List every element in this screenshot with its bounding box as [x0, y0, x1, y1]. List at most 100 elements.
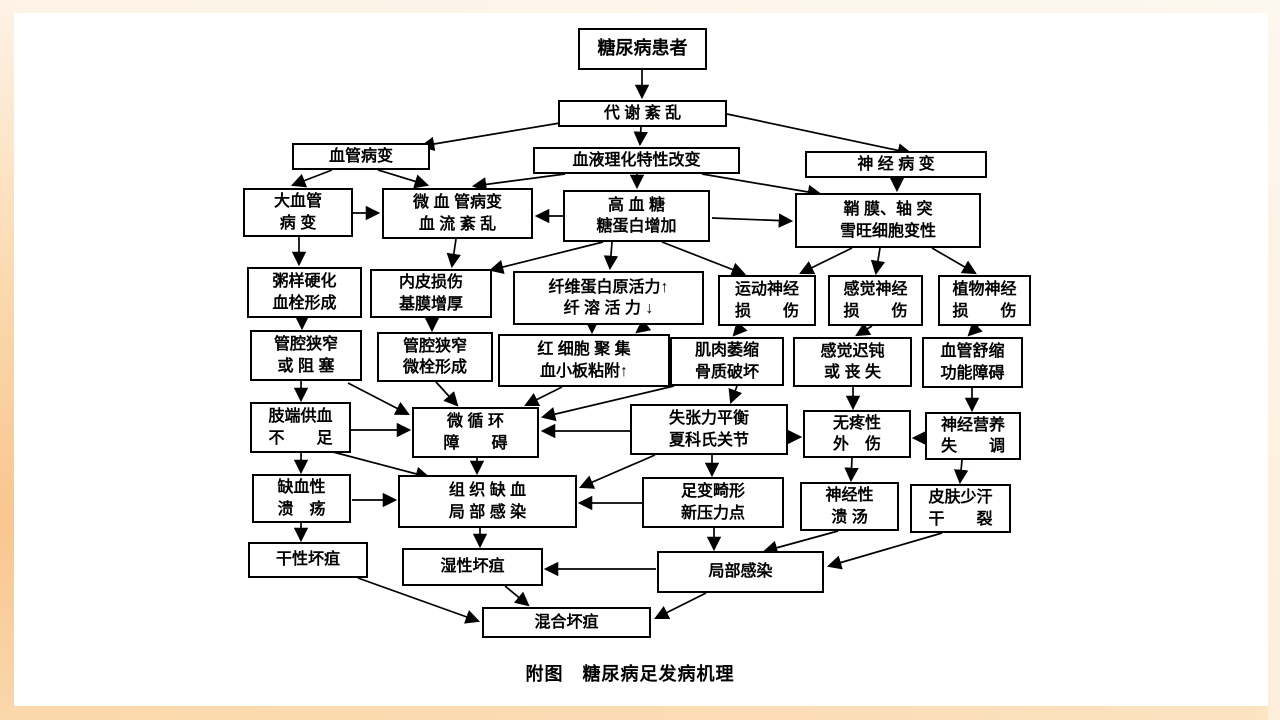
node-label: 干 裂 [928, 510, 993, 528]
node-label: 病 变 [279, 214, 317, 232]
node-hyperglycemia: 高 血 糖糖蛋白增加 [563, 190, 710, 242]
node-label: 局 部 感 染 [448, 503, 527, 521]
node-microcirculation-disorder: 微 循 环障 碍 [412, 407, 539, 458]
node-label: 基膜增厚 [398, 295, 463, 313]
node-label: 血 流 紊 乱 [418, 215, 497, 233]
node-label: 溃 疡 [277, 500, 326, 518]
node-neuropathic-ulcer: 神经性溃 汤 [800, 482, 899, 531]
node-label: 组 织 缺 血 [448, 482, 527, 500]
node-microvascular-lesion: 微 血 管病变血 流 紊 乱 [382, 188, 533, 239]
node-label: 纤 溶 活 力 ↓ [563, 300, 654, 317]
node-label: 雪旺细胞变性 [839, 222, 936, 240]
node-sensory-loss: 感觉迟钝或 丧 失 [793, 337, 912, 387]
node-label: 神经营养 [940, 416, 1005, 434]
node-label: 糖蛋白增加 [596, 218, 677, 235]
node-lumen-stenosis-obstruction: 管腔狭窄或 阻 塞 [250, 330, 362, 381]
node-label: 内皮损伤 [398, 274, 463, 292]
node-label: 运动神经 [734, 281, 799, 299]
node-schwann-cell-degeneration: 鞘 膜、轴 突雪旺细胞变性 [795, 193, 981, 248]
node-label: 管腔狭窄 [402, 337, 467, 355]
node-label: 血液理化特性改变 [572, 151, 701, 169]
node-macrovascular-lesion: 大血管病 变 [243, 188, 353, 237]
node-label: 管腔狭窄 [273, 336, 338, 354]
node-label: 功能障碍 [940, 364, 1005, 382]
node-label: 血管舒缩 [940, 343, 1005, 361]
node-blood-property-change: 血液理化特性改变 [533, 147, 740, 174]
node-label: 血栓形成 [272, 294, 337, 312]
node-label: 或 阻 塞 [277, 357, 335, 375]
node-label: 足变畸形 [680, 483, 745, 501]
node-label: 糖尿病患者 [597, 38, 688, 59]
node-vasomotor-dysfunction: 血管舒缩功能障碍 [922, 337, 1023, 388]
frame-top-band [0, 0, 1280, 13]
node-endothelial-damage: 内皮损伤基膜增厚 [370, 269, 492, 318]
node-tissue-ischemia-infection: 组 织 缺 血局 部 感 染 [398, 475, 577, 528]
node-muscle-atrophy: 肌肉萎缩骨质破坏 [670, 337, 784, 386]
node-dry-gangrene: 干性坏疽 [248, 542, 368, 578]
figure-caption: 附图 糖尿病足发病机理 [525, 664, 735, 684]
node-atherosclerosis-thrombosis: 粥样硬化血栓形成 [247, 267, 362, 318]
node-vascular-lesion: 血管病变 [292, 143, 430, 170]
node-label: 缺血性 [277, 479, 326, 497]
node-label: 微栓形成 [402, 359, 467, 376]
node-charcot-joint: 失张力平衡夏科氏关节 [630, 404, 788, 455]
node-label: 神 经 病 变 [857, 155, 935, 173]
node-label: 感觉神经 [843, 281, 908, 299]
node-label: 失张力平衡 [668, 410, 749, 428]
node-rbc-aggregation: 红 细胞 聚 集血小板粘附↑ [498, 334, 670, 387]
node-neuropathy: 神 经 病 变 [805, 151, 987, 178]
node-metabolic-disorder: 代 谢 紊 乱 [558, 100, 727, 127]
node-label: 混合坏疽 [534, 613, 599, 631]
node-label: 粥样硬化 [272, 273, 337, 291]
node-skin-dry-cracking: 皮肤少汗干 裂 [910, 484, 1011, 533]
node-label: 外 伤 [832, 436, 881, 453]
node-label: 或 丧 失 [824, 364, 881, 381]
node-label: 植物神经 [952, 281, 1017, 299]
node-label: 肌肉萎缩 [694, 342, 759, 360]
node-limb-blood-insufficiency: 肢端供血不 足 [250, 402, 351, 453]
frame-left-band [0, 0, 14, 720]
node-label: 高 血 糖 [608, 196, 665, 214]
node-label: 微 血 管病变 [413, 194, 502, 212]
node-local-infection: 局部感染 [657, 551, 824, 593]
node-label: 鞘 膜、轴 突 [843, 201, 933, 219]
node-label: 代 谢 紊 乱 [603, 104, 682, 122]
node-label: 失 调 [940, 438, 1005, 455]
node-label: 纤维蛋白原活力↑ [548, 278, 669, 296]
node-lumen-stenosis-microthrombus: 管腔狭窄微栓形成 [377, 332, 493, 382]
node-autonomic-nerve-injury: 植物神经损 伤 [938, 275, 1031, 326]
node-label: 新压力点 [680, 504, 745, 522]
node-motor-nerve-injury: 运动神经损 伤 [718, 275, 816, 326]
node-foot-deformity-pressure-point: 足变畸形新压力点 [642, 477, 784, 528]
node-label: 微 循 环 [447, 413, 504, 431]
node-neurotrophic-disorder: 神经营养失 调 [925, 412, 1021, 460]
node-label: 损 伤 [843, 302, 908, 320]
node-wet-gangrene: 湿性坏疽 [402, 548, 543, 586]
node-label: 损 伤 [952, 302, 1017, 320]
frame-bottom-band [0, 706, 1280, 720]
node-label: 不 足 [268, 429, 333, 447]
node-label: 肢端供血 [268, 408, 333, 426]
frame-right-band [1268, 0, 1280, 720]
node-label: 湿性坏疽 [440, 558, 505, 576]
node-ischemic-ulcer: 缺血性溃 疡 [252, 474, 351, 523]
node-fibrinogen-activity: 纤维蛋白原活力↑ 纤 溶 活 力 ↓ [513, 271, 704, 325]
node-sensory-nerve-injury: 感觉神经损 伤 [828, 275, 923, 326]
node-mixed-gangrene: 混合坏疽 [482, 607, 651, 638]
node-label: 骨质破坏 [694, 363, 759, 381]
node-label: 血小板粘附↑ [539, 362, 628, 380]
node-label: 神经性 [825, 487, 874, 505]
node-diabetes-patient: 糖尿病患者 [578, 28, 707, 70]
node-label: 局部感染 [708, 563, 773, 581]
node-label: 损 伤 [734, 302, 799, 320]
node-label: 干性坏疽 [275, 551, 340, 569]
node-label: 感觉迟钝 [820, 342, 885, 360]
node-label: 皮肤少汗 [928, 489, 993, 507]
node-label: 无疼性 [832, 414, 881, 432]
node-label: 障 碍 [443, 434, 508, 452]
node-label: 血管病变 [328, 147, 393, 165]
node-label: 溃 汤 [831, 508, 868, 526]
node-painless-trauma: 无疼性外 伤 [803, 410, 911, 458]
node-label: 红 细胞 聚 集 [537, 341, 631, 359]
